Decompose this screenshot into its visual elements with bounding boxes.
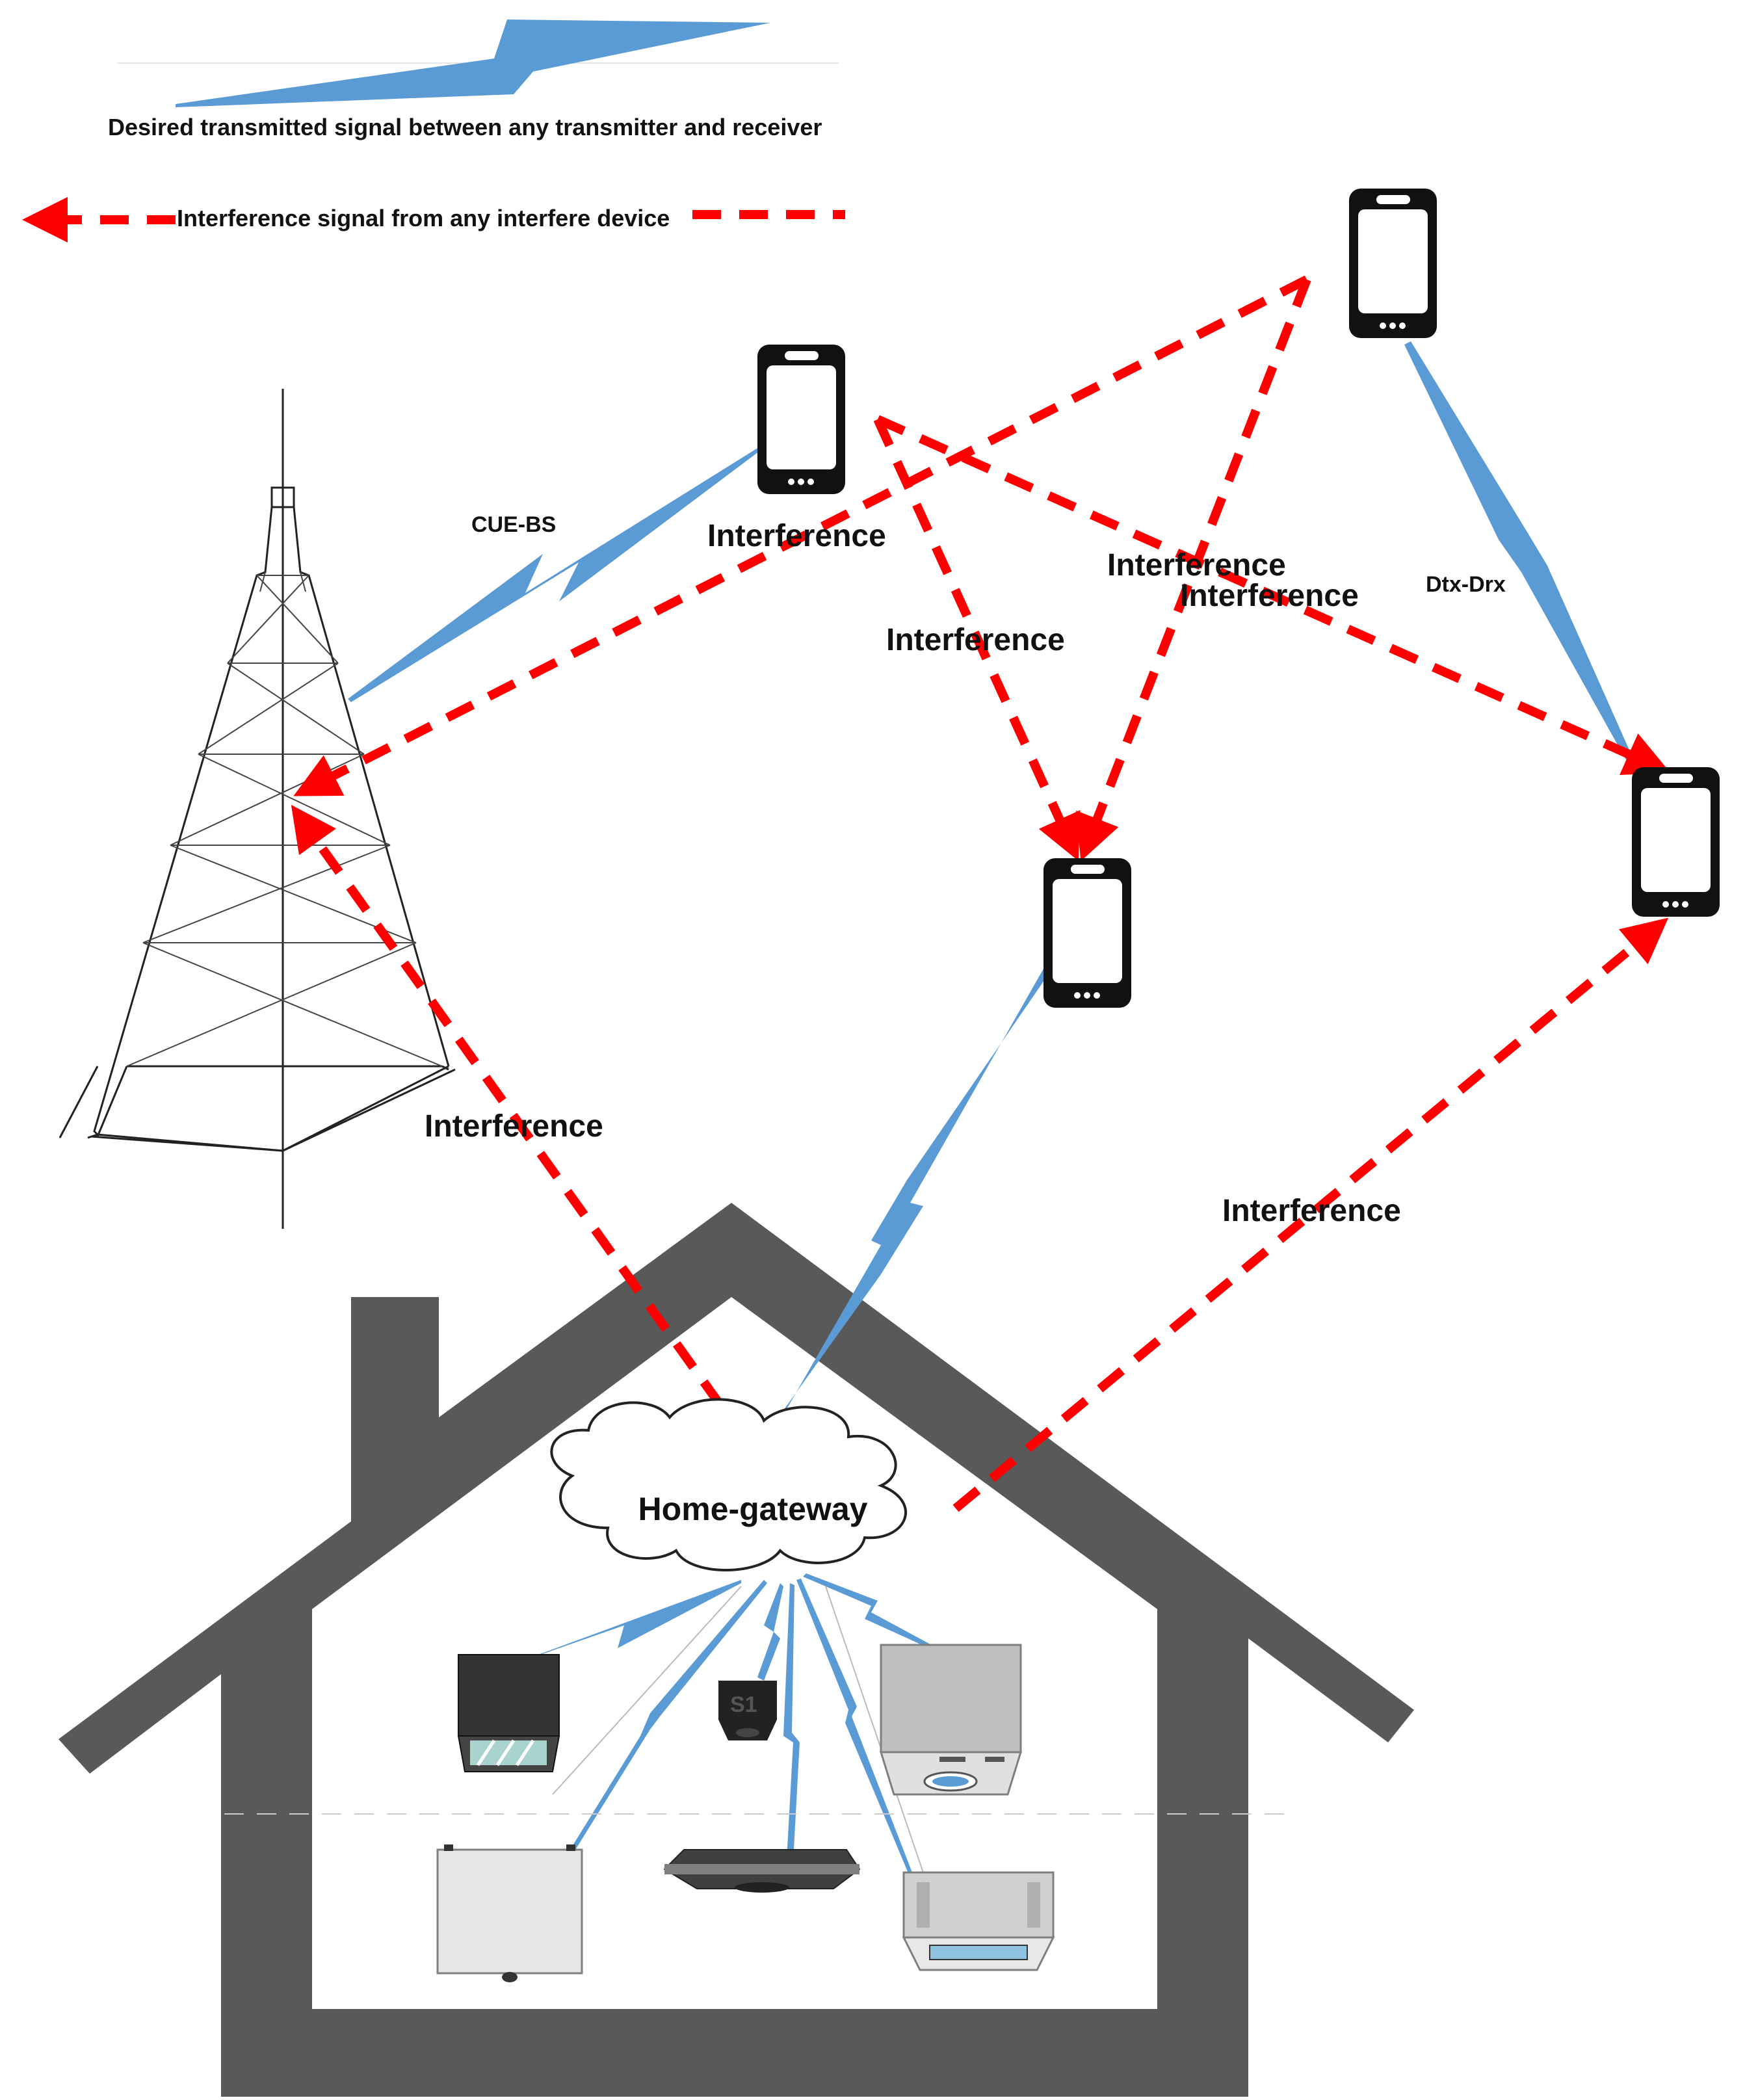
base-station-tower-icon xyxy=(59,389,456,1229)
home-gateway-cloud-icon: Home-gateway xyxy=(550,1398,907,1571)
interference-label-right: Interference xyxy=(1222,1194,1401,1228)
interference-arrows xyxy=(291,275,1671,1512)
dtx-drx-label: Dtx-Drx xyxy=(1426,572,1506,597)
washer-device-icon xyxy=(879,1644,1023,1796)
interference-phone1-to-phone4 xyxy=(876,415,1671,776)
interference-label-middle: Interference xyxy=(886,623,1065,657)
s1-device-icon: S1 xyxy=(718,1681,777,1740)
interference-phone2-to-tower xyxy=(293,275,1309,796)
cue-bs-label: CUE-BS xyxy=(471,512,556,537)
interference-gateway-to-tower xyxy=(291,804,752,1447)
interference-gateway-to-phone4 xyxy=(952,917,1669,1512)
panel-device-icon xyxy=(436,1844,583,1982)
diagram-labels: CUE-BS Dtx-Drx Interference Interference… xyxy=(425,512,1506,1228)
legend-interference-text: Interference signal from any interfere d… xyxy=(177,205,670,231)
oven-device-icon xyxy=(902,1871,1055,1971)
phone-1-icon xyxy=(757,345,845,494)
desired-signals xyxy=(348,341,1638,1885)
interference-phone1-to-phone3 xyxy=(873,417,1081,861)
phone-4-icon xyxy=(1632,767,1720,917)
phone-2-icon xyxy=(1349,189,1437,338)
dtx-drx-signal-bolt-icon xyxy=(1404,341,1638,770)
phone-gateway-signal-bolt-icon xyxy=(757,969,1050,1449)
legend: Desired transmitted signal between any t… xyxy=(22,20,845,243)
flat-device-icon xyxy=(663,1849,861,1893)
legend-signal-bolt-icon xyxy=(176,20,770,107)
interference-label-phone1: Interference xyxy=(707,519,886,553)
interference-phone2-to-phone3 xyxy=(1076,278,1311,861)
legend-desired-text: Desired transmitted signal between any t… xyxy=(108,114,822,140)
phone-3-icon xyxy=(1043,858,1131,1008)
s1-label: S1 xyxy=(730,1692,757,1717)
interference-label-upper-right-1: Interference xyxy=(1107,548,1286,583)
interference-label-tower: Interference xyxy=(425,1109,603,1144)
home-gateway-label: Home-gateway xyxy=(638,1491,868,1527)
dark-device-icon xyxy=(457,1654,560,1772)
cue-bs-signal-bolt-icon xyxy=(348,426,793,702)
house-icon xyxy=(59,1203,1414,2097)
interference-label-upper-right-2: Interference xyxy=(1180,579,1359,613)
